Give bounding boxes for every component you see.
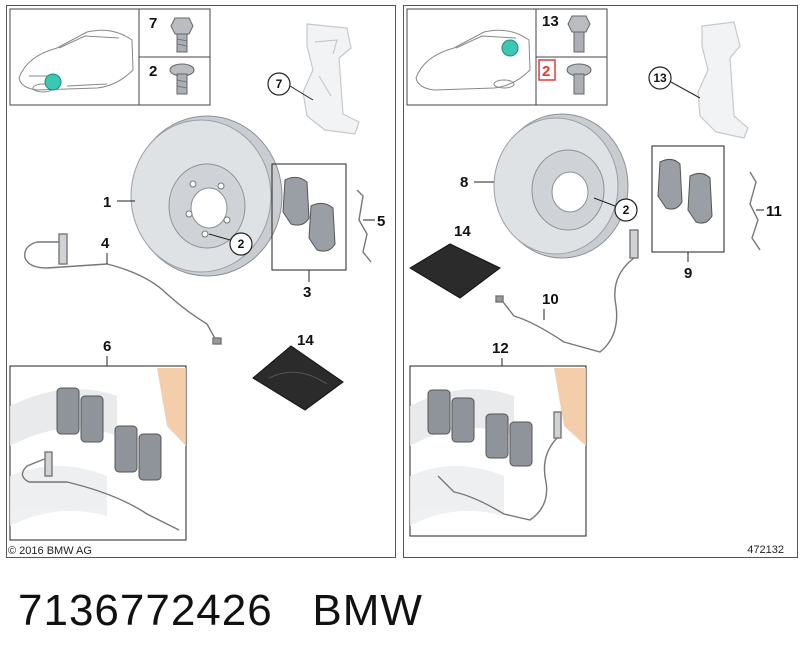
label-paste: 14	[297, 332, 314, 349]
label-disc: 1	[103, 194, 111, 211]
label-clip: 5	[377, 213, 385, 230]
part-caption: 7136772426 BMW	[18, 586, 423, 636]
paste-packet	[252, 345, 344, 411]
diagram-number: 472132	[747, 544, 784, 556]
label-disc: 8	[460, 174, 468, 191]
callout-screw: 2	[238, 237, 245, 251]
bolt-icon	[170, 17, 194, 53]
inset-label-bolt: 7	[149, 15, 157, 32]
brake-disc	[130, 115, 283, 277]
caliper-carrier	[302, 23, 360, 135]
anti-rattle-clip	[749, 171, 761, 251]
brake-disc	[493, 113, 629, 259]
inset-label-screw: 2	[542, 63, 550, 80]
label-sensor: 10	[542, 291, 559, 308]
kit-sensor	[437, 411, 562, 521]
screw-icon	[169, 63, 195, 95]
brake-pads	[282, 176, 336, 252]
front-axle-marker	[44, 73, 62, 91]
label-paste: 14	[454, 223, 471, 240]
paste-packet	[409, 243, 501, 299]
car-outline-icon	[18, 29, 134, 93]
kit-sensor	[21, 451, 180, 531]
car-outline-icon	[415, 29, 531, 91]
highlight-box	[538, 59, 556, 81]
label-kit: 12	[492, 340, 509, 357]
caliper-carrier	[697, 21, 749, 139]
right-diagram-panel: 13 2 13 8 2 9 11 14 10	[403, 5, 798, 558]
label-pads: 9	[684, 265, 692, 282]
callout-bolt: 13	[653, 71, 667, 85]
callout-screw: 2	[623, 203, 630, 217]
callout-bolt: 7	[276, 77, 283, 91]
screw-icon	[566, 63, 592, 95]
inset-label-screw: 2	[149, 63, 157, 80]
anti-rattle-clip	[356, 189, 372, 263]
part-number: 7136772426	[18, 586, 273, 635]
label-sensor: 4	[101, 235, 110, 252]
left-diagram-panel: 7 2 7 1 2 3	[6, 5, 396, 558]
brake-pads	[657, 158, 713, 224]
inset-label-bolt: 13	[542, 13, 559, 30]
label-kit: 6	[103, 338, 111, 355]
copyright-text: © 2016 BMW AG	[8, 545, 92, 557]
label-clip: 11	[766, 203, 782, 220]
rear-axle-marker	[501, 39, 519, 57]
kit-pads	[427, 389, 533, 467]
brand-name: BMW	[312, 586, 423, 635]
kit-pads	[56, 387, 162, 481]
label-pads: 3	[303, 284, 311, 301]
bolt-icon	[567, 15, 591, 53]
wear-sensor	[495, 229, 639, 353]
